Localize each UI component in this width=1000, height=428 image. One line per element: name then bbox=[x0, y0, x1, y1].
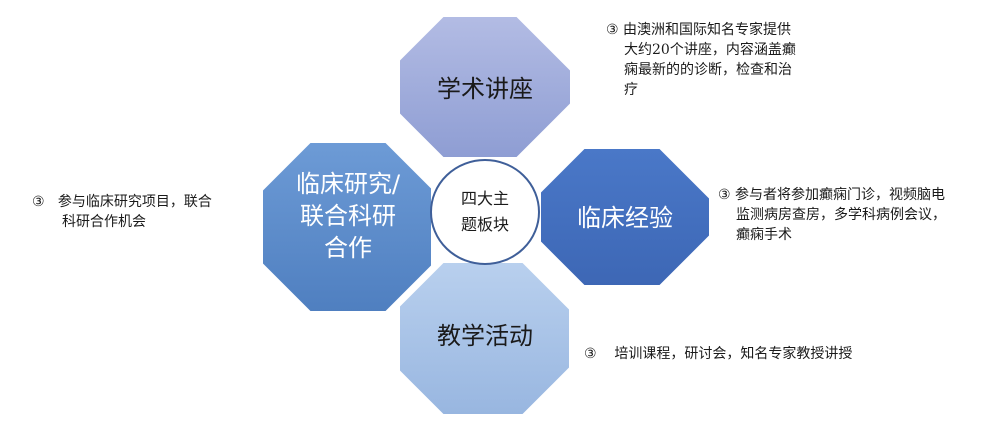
block-right-label: 临床经验 bbox=[577, 204, 673, 232]
block-bottom-label: 教学活动 bbox=[437, 322, 533, 350]
block-left-label-line2: 联合科研 bbox=[300, 202, 396, 230]
note-top-marker: ③ bbox=[606, 22, 619, 38]
note-bottom: ③ 培训课程，研讨会，知名专家教授讲授 bbox=[584, 344, 852, 364]
note-top-line4: 疗 bbox=[624, 82, 638, 98]
center-label-line1: 四大主 bbox=[461, 189, 509, 208]
octagon-top bbox=[398, 15, 572, 159]
center-label-line2: 题板块 bbox=[461, 215, 509, 234]
note-top-line1: 由澳洲和国际知名专家提供 bbox=[623, 22, 792, 38]
block-top-label: 学术讲座 bbox=[437, 75, 533, 103]
octagon-bottom bbox=[398, 261, 571, 416]
note-left-line2: 科研合作机会 bbox=[62, 214, 146, 230]
block-right-clinical: 临床经验 bbox=[539, 147, 711, 287]
block-top-lectures: 学术讲座 bbox=[398, 15, 572, 159]
note-left: ③ 参与临床研究项目，联合 科研合作机会 bbox=[32, 192, 212, 232]
note-bottom-marker: ③ bbox=[584, 346, 597, 362]
center-ellipse bbox=[430, 159, 540, 265]
note-right-marker: ③ bbox=[718, 187, 731, 203]
note-right-line3: 癫痫手术 bbox=[736, 227, 792, 243]
block-left-label-line1: 临床研究/ bbox=[296, 170, 401, 198]
note-bottom-line1: 培训课程，研讨会，知名专家教授讲授 bbox=[614, 346, 853, 362]
note-right-line1: 参与者将参加癫痫门诊，视频脑电 bbox=[735, 187, 946, 203]
note-right-line2: 监测病房查房，多学科病例会议， bbox=[736, 207, 946, 223]
block-left-research: 临床研究/ 联合科研 合作 bbox=[261, 141, 433, 313]
note-top-line3: 痫最新的的诊断，检查和治 bbox=[624, 62, 792, 78]
octagon-left bbox=[261, 141, 433, 313]
octagon-right bbox=[539, 147, 711, 287]
note-left-marker: ③ bbox=[32, 194, 45, 210]
block-left-label-line3: 合作 bbox=[324, 234, 372, 262]
note-top-line2: 大约20个讲座，内容涵盖癫 bbox=[624, 42, 796, 58]
center-hub: 四大主 题板块 bbox=[430, 159, 540, 265]
block-bottom-teaching: 教学活动 bbox=[398, 261, 571, 416]
note-right: ③ 参与者将参加癫痫门诊，视频脑电 监测病房查房，多学科病例会议， 癫痫手术 bbox=[718, 185, 946, 245]
note-top: ③ 由澳洲和国际知名专家提供 大约20个讲座，内容涵盖癫 痫最新的的诊断，检查和… bbox=[606, 20, 796, 100]
note-left-line1: 参与临床研究项目，联合 bbox=[57, 194, 212, 210]
